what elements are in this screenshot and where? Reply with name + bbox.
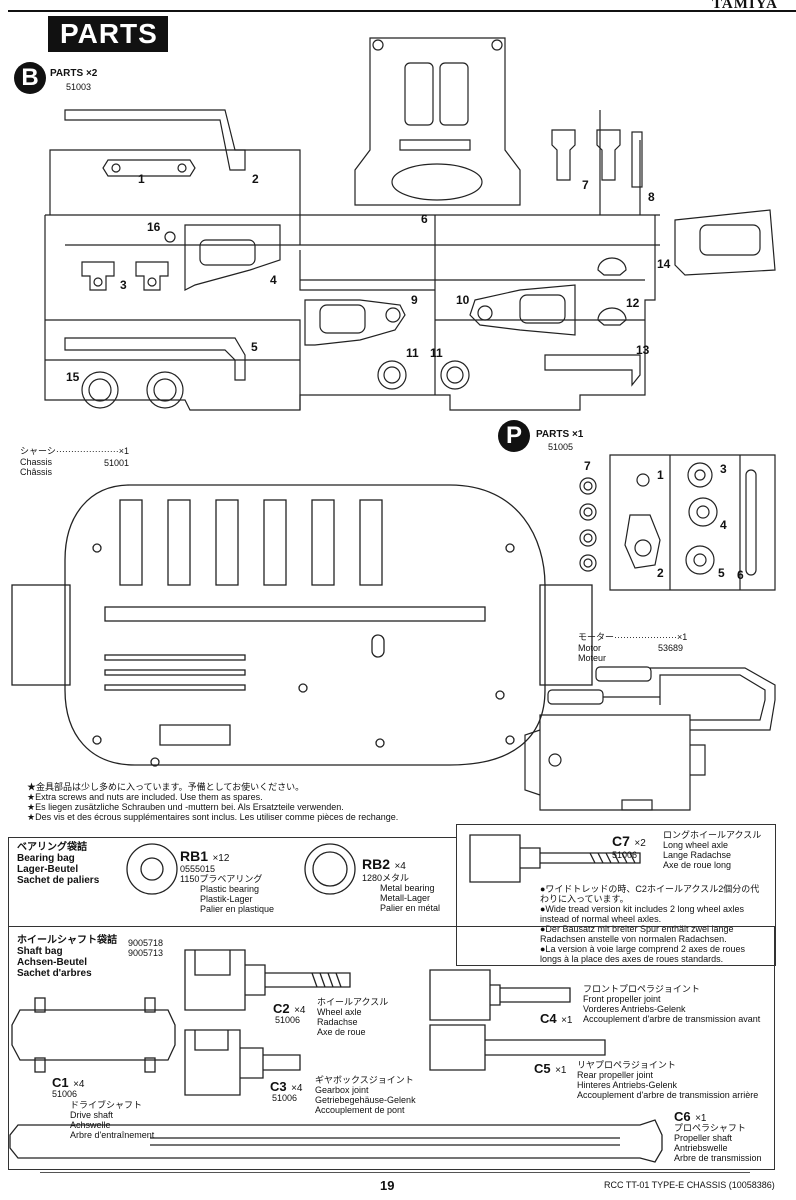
part-b-15: 15 xyxy=(66,370,80,384)
part-b-9: 9 xyxy=(411,293,418,307)
chassis-code: 51001 xyxy=(104,458,130,468)
parts-b-letter: B xyxy=(14,62,46,94)
c7-box xyxy=(456,824,776,966)
shaft-bag-box xyxy=(8,926,775,1170)
part-b-11a: 11 xyxy=(406,346,419,360)
c7-code: 51006 xyxy=(612,850,638,860)
chassis-label-fr: Châssis xyxy=(20,467,53,477)
c2-label: C2 ×4 xyxy=(273,1001,306,1016)
note-en: ★Extra screws and nuts are included. Use… xyxy=(27,792,263,802)
brand-logo: TAMIYA xyxy=(712,0,779,12)
part-p-1: 1 xyxy=(657,468,664,482)
c6-label: C6 ×1 xyxy=(674,1109,707,1124)
part-p-3: 3 xyxy=(720,462,727,476)
c2-code: 51006 xyxy=(275,1015,301,1025)
parts-p-label: PARTS ×1 xyxy=(536,429,584,440)
c1-desc: ドライブシャフト Drive shaft Achswelle Arbre d'e… xyxy=(70,1100,155,1140)
part-p-4: 4 xyxy=(720,518,727,532)
part-b-4: 4 xyxy=(270,273,277,287)
spares-notes: ★金具部品は少し多めに入っています。予備としてお使いください。 ★Extra s… xyxy=(27,782,398,822)
part-b-10: 10 xyxy=(456,293,470,307)
note-jp: ★金具部品は少し多めに入っています。予備としてお使いください。 xyxy=(27,782,305,792)
motor-code: 53689 xyxy=(658,643,684,653)
part-p-2: 2 xyxy=(657,566,664,580)
section-title: PARTS xyxy=(60,18,158,49)
part-b-5: 5 xyxy=(251,340,258,354)
part-b-1: 1 xyxy=(138,172,145,186)
shaft-bag-labels: ホイールシャフト袋詰 Shaft bag Achsen-Beutel Sache… xyxy=(17,935,117,979)
part-b-16: 16 xyxy=(147,220,161,234)
part-b-7: 7 xyxy=(582,178,589,192)
rb2-desc: 1280メタル Metal bearing Metall-Lager Palie… xyxy=(362,873,441,913)
parts-p-letter: P xyxy=(498,420,530,452)
part-b-2: 2 xyxy=(252,172,259,186)
doc-reference: RCC TT-01 TYPE-E CHASSIS (10058386) xyxy=(604,1180,775,1190)
bearing-bag-labels: ベアリング袋詰 Bearing bag Lager-Beutel Sachet … xyxy=(17,842,100,886)
c5-desc: リヤプロペラジョイント Rear propeller joint Hintere… xyxy=(577,1060,759,1100)
c7-label: C7 ×2 xyxy=(612,833,646,849)
motor-label-fr: Moteur xyxy=(578,653,607,663)
motor-label-en: Motor xyxy=(578,643,602,653)
note-de: ★Es liegen zusätzliche Schrauben und -mu… xyxy=(27,802,344,812)
note-fr: ★Des vis et des écrous supplémentaires s… xyxy=(27,812,399,822)
part-p-5: 5 xyxy=(718,566,725,580)
part-b-3: 3 xyxy=(120,278,127,292)
part-p-7: 7 xyxy=(584,459,591,473)
part-b-6: 6 xyxy=(421,212,428,226)
c6-desc: プロペラシャフト Propeller shaft Antriebswelle A… xyxy=(674,1123,762,1163)
c3-code: 51006 xyxy=(272,1093,298,1103)
rb2-label: RB2 ×4 xyxy=(362,856,406,872)
c7-notes: ●ワイドトレッドの時、C2ホイールアクスル2個分の代わりに入っています。 ●Wi… xyxy=(540,884,760,964)
top-rule xyxy=(8,10,796,12)
c2-desc: ホイールアクスル Wheel axle Radachse Axe de roue xyxy=(317,997,389,1037)
c3-label: C3 ×4 xyxy=(270,1079,303,1094)
parts-b-label: PARTS ×2 xyxy=(50,68,98,79)
part-p-6: 6 xyxy=(737,568,744,582)
bottom-rule xyxy=(40,1172,750,1173)
c1-label: C1 ×4 xyxy=(52,1075,85,1090)
parts-p-code: 51005 xyxy=(548,442,574,452)
c3-desc: ギヤボックスジョイント Gearbox joint Getriebegehäus… xyxy=(315,1075,416,1115)
part-b-13: 13 xyxy=(636,343,650,357)
c7-desc: ロングホイールアクスル Long wheel axle Lange Radach… xyxy=(663,830,762,870)
c5-label: C5 ×1 xyxy=(534,1061,567,1076)
part-b-14: 14 xyxy=(657,257,671,271)
c4-label: C4 ×1 xyxy=(540,1011,573,1026)
part-b-8: 8 xyxy=(648,190,655,204)
shaft-bag-codes: 9005718 9005713 xyxy=(128,938,164,958)
part-b-12: 12 xyxy=(626,296,640,310)
c4-desc: フロントプロペラジョイント Front propeller joint Vord… xyxy=(583,984,761,1024)
page-number: 19 xyxy=(380,1178,395,1193)
c1-code: 51006 xyxy=(52,1089,78,1099)
motor-label-jp: モーター·····················×1 xyxy=(578,632,688,642)
rb1-label: RB1 ×12 xyxy=(180,848,230,864)
section-banner xyxy=(48,16,168,52)
rb1-desc: 0555015 1150プラベアリング Plastic bearing Plas… xyxy=(180,864,275,914)
parts-b-code: 51003 xyxy=(66,82,92,92)
part-b-11b: 11 xyxy=(430,346,443,360)
chassis-label-jp: シャーシ·····················×1 xyxy=(20,446,130,456)
chassis-label-en: Chassis xyxy=(20,457,53,467)
